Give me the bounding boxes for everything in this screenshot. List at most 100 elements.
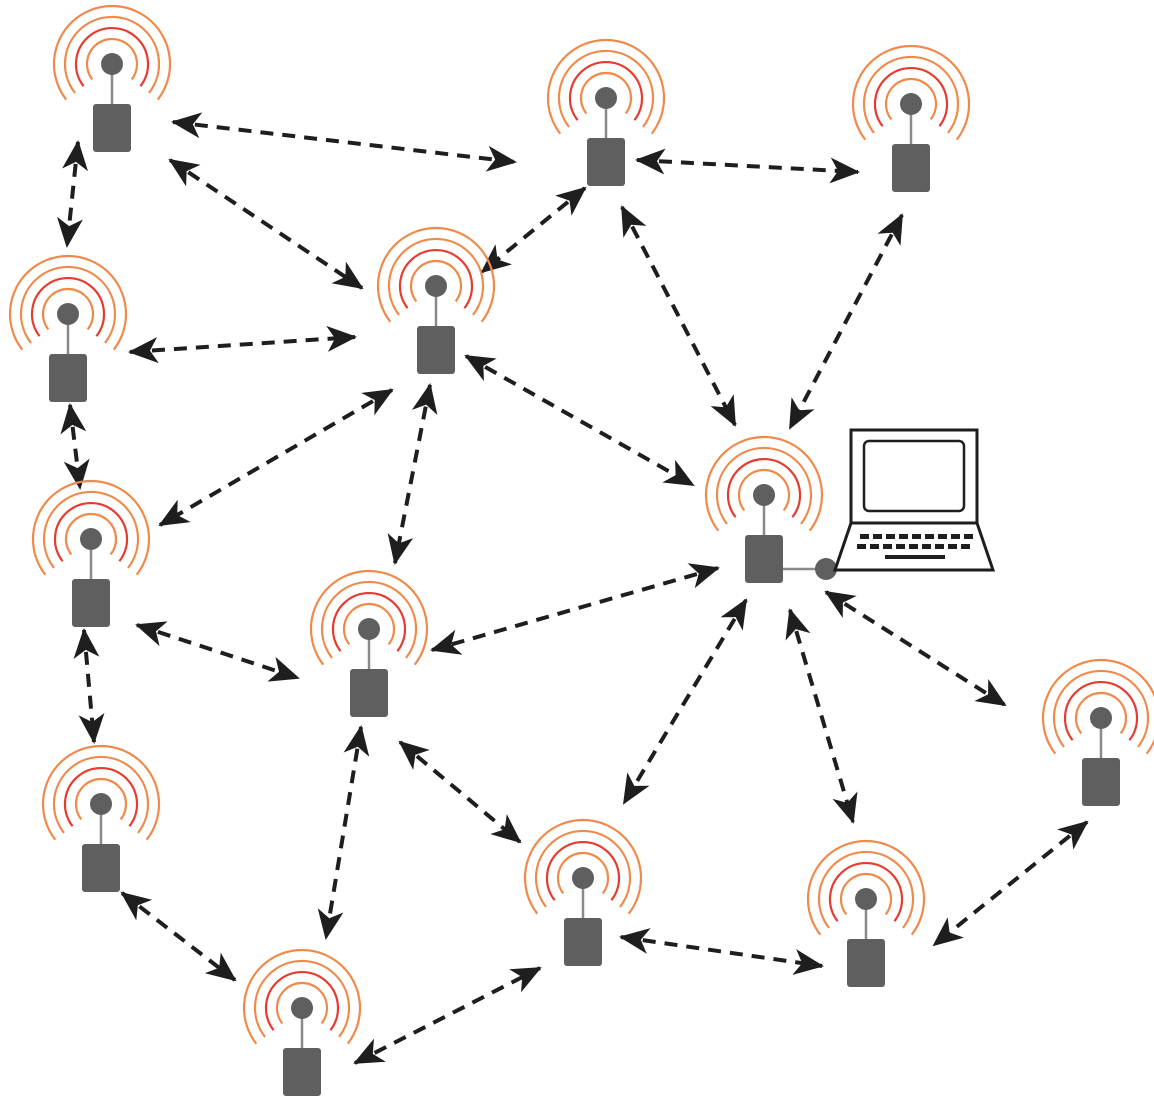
signal-ring — [74, 27, 150, 87]
wireless-node-icon — [41, 744, 161, 892]
signal-ring — [376, 226, 496, 323]
signal-ring — [309, 569, 429, 666]
laptop-key — [922, 544, 931, 549]
laptop-key — [925, 534, 934, 539]
antenna-tip — [900, 93, 922, 115]
node-body — [1082, 758, 1120, 806]
node-body — [564, 918, 602, 966]
node-body — [350, 669, 388, 717]
wireless-node-icon — [8, 254, 128, 402]
wireless-node-icon — [523, 818, 643, 966]
laptop-screen — [862, 439, 966, 513]
link-arrow-14 — [135, 621, 300, 682]
node-body — [417, 326, 455, 374]
signal-ring — [546, 38, 666, 135]
laptop-connector — [815, 558, 837, 580]
signal-ring — [320, 580, 418, 659]
signal-ring — [828, 862, 904, 922]
signal-ring — [41, 744, 161, 841]
signal-ring — [1074, 691, 1128, 735]
link-arrow-17 — [785, 608, 858, 824]
signal-ring — [851, 44, 971, 141]
wireless-node-icon — [52, 4, 172, 152]
antenna-tip — [855, 888, 877, 910]
signal-ring — [806, 839, 926, 936]
laptop-key — [948, 544, 957, 549]
signal-ring — [1052, 669, 1150, 748]
link-arrow-22 — [353, 966, 542, 1065]
node-body — [745, 535, 783, 583]
link-arrow-13 — [73, 628, 105, 744]
link-arrow-2 — [168, 158, 364, 290]
antenna-tip — [753, 484, 775, 506]
signal-ring — [253, 959, 351, 1038]
antenna-tip — [101, 53, 123, 75]
link-arrow-4 — [635, 148, 860, 184]
signal-ring — [715, 446, 813, 525]
signal-ring — [19, 265, 117, 344]
link-arrow-3 — [57, 140, 88, 248]
signal-ring — [31, 479, 151, 576]
signal-ring — [817, 850, 915, 929]
node-body — [93, 104, 131, 152]
signal-ring — [64, 512, 118, 556]
link-arrow-9 — [158, 388, 394, 527]
wireless-node-icon — [309, 569, 429, 717]
laptop-key — [873, 534, 882, 539]
link-arrow-1 — [171, 112, 517, 172]
signal-ring — [63, 767, 139, 827]
laptop-key — [938, 534, 947, 539]
signal-ring — [398, 249, 474, 309]
signal-ring — [545, 841, 621, 901]
laptop-key — [886, 534, 895, 539]
node-body — [847, 939, 885, 987]
signal-ring — [63, 15, 161, 94]
link-arrow-16 — [622, 598, 748, 805]
laptop-key — [912, 534, 921, 539]
signal-ring — [873, 67, 949, 127]
signal-ring — [1041, 658, 1154, 755]
node-body — [82, 844, 120, 892]
antenna-tip — [80, 528, 102, 550]
antenna-tip — [595, 87, 617, 109]
signal-ring — [534, 829, 632, 908]
node-gateway — [704, 435, 824, 583]
signal-ring — [839, 872, 893, 916]
laptop-key — [964, 534, 973, 539]
nodes-layer — [8, 4, 1154, 1096]
signal-ring — [52, 755, 150, 834]
link-arrow-21 — [120, 891, 237, 982]
signal-ring — [579, 71, 633, 115]
link-arrow-24 — [932, 820, 1089, 947]
link-arrow-10 — [387, 383, 438, 565]
laptop-key — [883, 544, 892, 549]
wireless-node-icon — [806, 839, 926, 987]
signal-ring — [726, 458, 802, 518]
antenna-tip — [291, 997, 313, 1019]
antenna-tip — [1090, 707, 1112, 729]
link-arrow-23 — [619, 928, 824, 975]
node-body — [587, 138, 625, 186]
antenna-tip — [57, 303, 79, 325]
signal-ring — [556, 851, 610, 895]
links-layer — [57, 112, 1089, 1065]
signal-ring — [8, 254, 128, 351]
signal-ring — [53, 502, 129, 562]
wireless-node-icon — [546, 38, 666, 186]
laptop-key — [899, 534, 908, 539]
signal-ring — [275, 981, 329, 1025]
signal-ring — [409, 259, 463, 303]
node-body — [49, 354, 87, 402]
laptop-key — [896, 544, 905, 549]
wireless-node-icon — [31, 479, 151, 627]
link-arrow-6 — [620, 205, 737, 427]
link-arrow-8 — [128, 325, 357, 364]
signal-ring — [74, 777, 128, 821]
antenna-tip — [358, 618, 380, 640]
antenna-tip — [90, 793, 112, 815]
laptop-key — [870, 544, 879, 549]
signal-ring — [242, 948, 362, 1045]
link-arrow-15 — [430, 563, 720, 655]
signal-ring — [568, 61, 644, 121]
